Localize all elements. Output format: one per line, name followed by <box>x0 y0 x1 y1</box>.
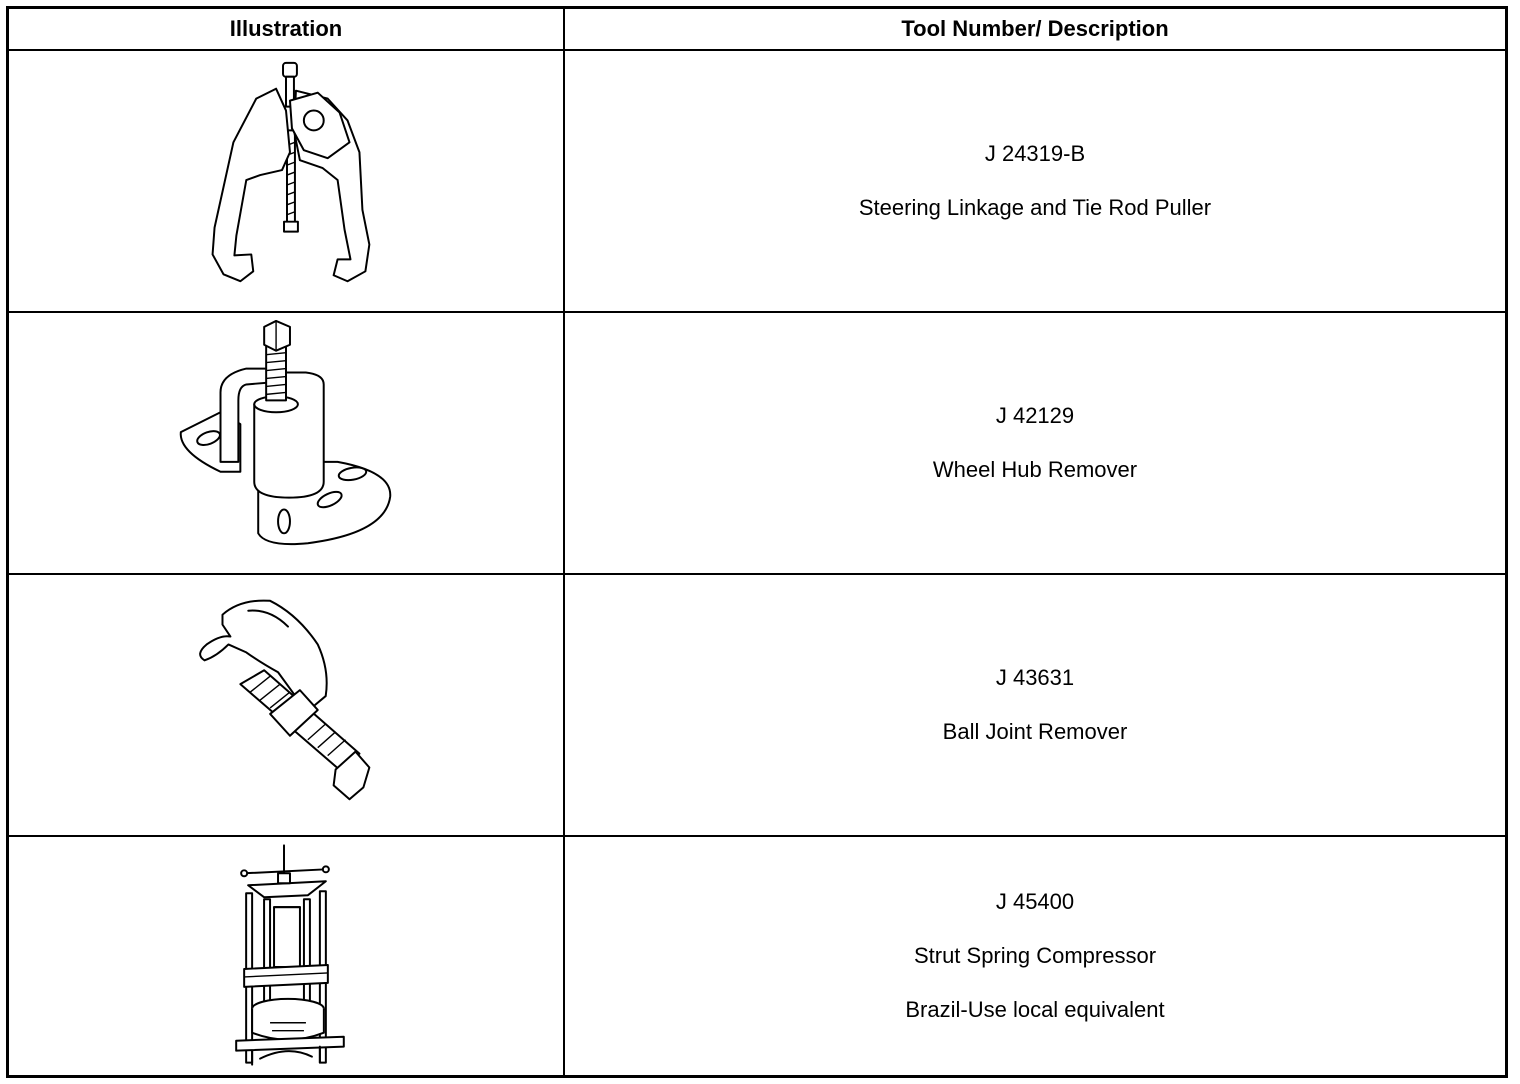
table-row: J 24319-B Steering Linkage and Tie Rod P… <box>9 51 1505 313</box>
tool-number: J 45400 <box>995 889 1075 914</box>
tool-number: J 43631 <box>995 665 1075 690</box>
description-cell: J 45400 Strut Spring Compressor Brazil-U… <box>565 837 1505 1075</box>
tie-rod-puller-icon <box>211 61 371 283</box>
description-cell: J 24319-B Steering Linkage and Tie Rod P… <box>565 51 1505 311</box>
tool-number: J 24319-B <box>984 141 1086 166</box>
tool-description: Wheel Hub Remover <box>932 457 1138 482</box>
illustration-cell <box>9 575 565 835</box>
header-description: Tool Number/ Description <box>901 16 1169 41</box>
tool-description: Strut Spring Compressor <box>913 943 1157 968</box>
table-row: J 42129 Wheel Hub Remover <box>9 313 1505 575</box>
tool-number: J 42129 <box>995 403 1075 428</box>
header-illustration: Illustration <box>9 9 565 49</box>
ball-joint-remover-icon <box>199 599 371 801</box>
tool-table: Illustration Tool Number/ Description <box>6 6 1508 1078</box>
illustration-cell <box>9 837 565 1075</box>
description-cell: J 43631 Ball Joint Remover <box>565 575 1505 835</box>
tool-note: Brazil-Use local equivalent <box>905 997 1165 1022</box>
description-cell: J 42129 Wheel Hub Remover <box>565 313 1505 573</box>
tool-description: Steering Linkage and Tie Rod Puller <box>858 195 1212 220</box>
illustration-cell <box>9 313 565 573</box>
strut-spring-compressor-icon <box>235 844 345 1066</box>
table-row: J 45400 Strut Spring Compressor Brazil-U… <box>9 837 1505 1075</box>
tool-description: Ball Joint Remover <box>942 719 1128 744</box>
illustration-cell <box>9 51 565 311</box>
wheel-hub-remover-icon <box>179 319 392 546</box>
table-row: J 43631 Ball Joint Remover <box>9 575 1505 837</box>
table-header-row: Illustration Tool Number/ Description <box>9 9 1505 51</box>
